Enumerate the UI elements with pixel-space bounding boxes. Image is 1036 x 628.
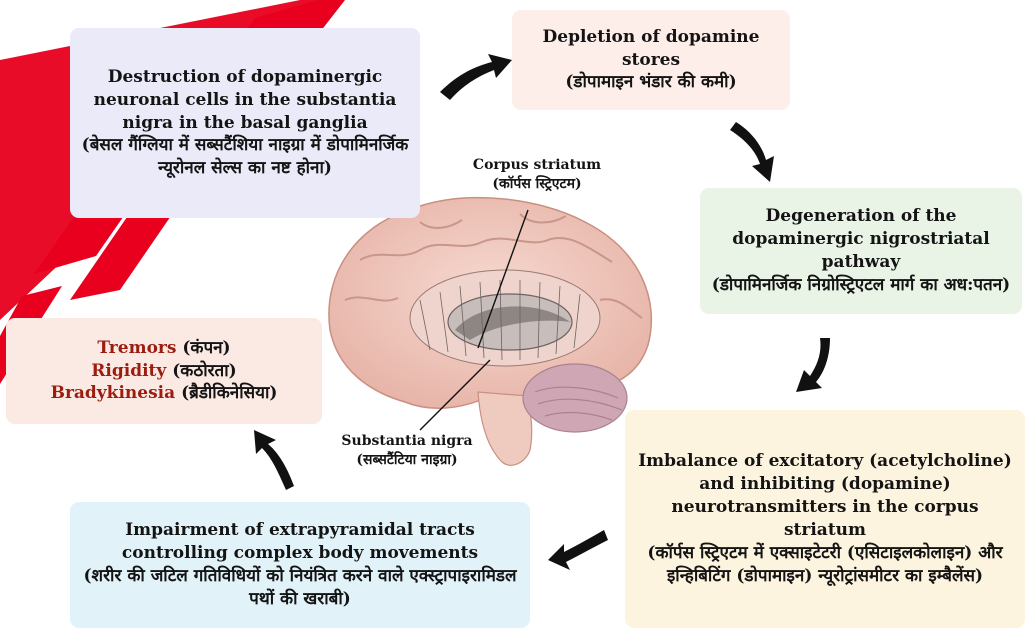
arrow-left-icon [548,530,608,570]
symptom-tremors: Tremors (कंपन) [97,337,230,360]
substantia-nigra-label-en: Substantia nigra [322,432,492,451]
arrow-up-icon [254,430,294,490]
degeneration-text-en: Degeneration of the dopaminergic nigrost… [710,205,1012,274]
degeneration-text-hi: (डोपामिनर्जिक निग्रोस्ट्रिएटल मार्ग का अ… [712,274,1010,297]
destruction-box: Destruction of dopaminergic neuronal cel… [70,28,420,218]
depletion-box: Depletion of dopamine stores (डोपामाइन भ… [512,10,790,110]
imbalance-text-hi: (कॉर्पस स्ट्रिएटम में एक्साइटेटरी (एसिटा… [635,542,1015,588]
depletion-text-en: Depletion of dopamine stores [522,26,780,72]
bradykinesia-label-hi: (ब्रैडीकिनेसिया) [181,383,277,403]
corpus-striatum-label: Corpus striatum (कॉर्पस स्ट्रिएटम) [462,156,612,194]
tremors-label-hi: (कंपन) [182,338,230,358]
arrow-down-icon [730,122,774,182]
impairment-text-en: Impairment of extrapyramidal tracts cont… [80,519,520,565]
rigidity-label-hi: (कठोरता) [172,361,236,381]
substantia-nigra-label-hi: (सब्सटैंटिया नाइग्रा) [322,451,492,470]
impairment-box: Impairment of extrapyramidal tracts cont… [70,502,530,628]
symptoms-box: Tremors (कंपन) Rigidity (कठोरता) Bradyki… [6,318,322,424]
corpus-striatum-label-hi: (कॉर्पस स्ट्रिएटम) [462,175,612,194]
destruction-text-hi: (बेसल गैंग्लिया में सब्सटैंशिया नाइग्रा … [80,134,410,180]
degeneration-box: Degeneration of the dopaminergic nigrost… [700,188,1022,314]
substantia-nigra-label: Substantia nigra (सब्सटैंटिया नाइग्रा) [322,432,492,470]
impairment-text-hi: (शरीर की जटिल गतिविधियों को नियंत्रित कर… [80,565,520,611]
tremors-label-en: Tremors [97,338,176,358]
imbalance-text-en: Imbalance of excitatory (acetylcholine) … [635,450,1015,542]
rigidity-label-en: Rigidity [91,361,166,381]
arrow-down-icon [796,338,830,392]
bradykinesia-label-en: Bradykinesia [51,383,176,403]
symptom-bradykinesia: Bradykinesia (ब्रैडीकिनेसिया) [51,382,278,405]
imbalance-box: Imbalance of excitatory (acetylcholine) … [625,410,1025,628]
destruction-text-en: Destruction of dopaminergic neuronal cel… [80,66,410,135]
arrow-right-icon [440,54,512,100]
symptom-rigidity: Rigidity (कठोरता) [91,360,236,383]
depletion-text-hi: (डोपामाइन भंडार की कमी) [565,71,736,94]
corpus-striatum-label-en: Corpus striatum [462,156,612,175]
